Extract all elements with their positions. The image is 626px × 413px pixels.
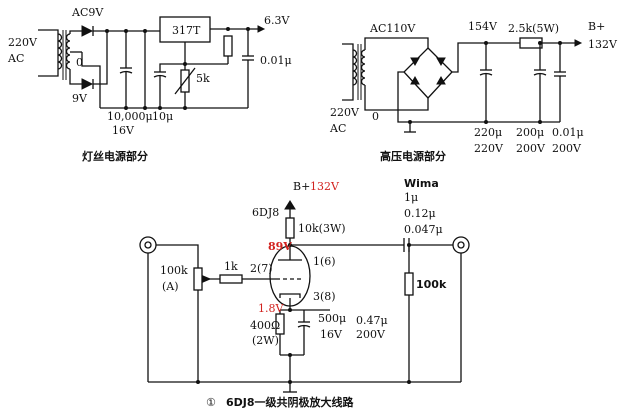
hv-cap1-value: 220μ [474, 126, 502, 139]
hv-cap3-voltage: 200V [552, 142, 582, 155]
hv-bplus: B+ [588, 20, 605, 33]
tube-label: 6DJ8 [252, 206, 279, 219]
amp-caption-num: ① [206, 396, 216, 409]
plate-resistor-label: 10k(3W) [298, 222, 346, 235]
filament-in-ac: AC [7, 52, 24, 65]
regulator-label: 317T [172, 24, 201, 37]
filament-caption: 灯丝电源部分 [82, 149, 148, 163]
filament-center-tap: 0 [76, 56, 83, 69]
pin-grid: 2(7) [250, 262, 273, 275]
hv-cap2-voltage: 200V [516, 142, 546, 155]
input-pot-label: 100k [160, 264, 188, 277]
coupling-brand: Wima [404, 177, 439, 190]
output-resistor-label: 100k [416, 278, 447, 291]
coupling-c1: 1μ [404, 191, 418, 204]
cathode-voltage: 1.8V [258, 302, 284, 315]
hv-cap3-value: 0.01μ [552, 126, 584, 139]
grid-resistor-label: 1k [224, 260, 238, 273]
bypass-cap-voltage: 16V [320, 328, 343, 341]
amplifier-stage: B+ 132V 6DJ8 10k(3W) 89V 2(7) 1(6) 3(8) … [139, 177, 470, 409]
coupling-c3: 0.047μ [404, 223, 443, 236]
hv-in-ac: AC [329, 122, 346, 135]
hv-resistor: 2.5k(5W) [508, 22, 559, 35]
coupling-c2: 0.12μ [404, 207, 436, 220]
filament-out-cap: 0.01μ [260, 54, 292, 67]
coupling-c4: 0.47μ [356, 314, 388, 327]
pin-cathode: 3(8) [313, 290, 336, 303]
hv-cap1-voltage: 220V [474, 142, 504, 155]
bypass-cap-label: 500μ [318, 312, 346, 325]
hv-supply: AC110V 154V 2.5k(5W) B+ 132V 220V AC 0 2… [329, 20, 618, 163]
filament-pot-label: 5k [196, 72, 210, 85]
amp-bplus-label: B+ [293, 180, 310, 193]
filament-cap-main: 10,000μ [107, 110, 153, 123]
hv-caption: 高压电源部分 [380, 149, 446, 163]
filament-cap-small: 10μ [152, 110, 173, 123]
plate-voltage: 89V [268, 240, 292, 253]
hv-rect-voltage: 154V [468, 20, 498, 33]
filament-supply: 220V AC AC9V 0 9V 317T 6.3V 5k 0.01μ 10,… [7, 6, 292, 163]
cathode-resistor-power: (2W) [252, 334, 279, 347]
filament-out-voltage: 6.3V [264, 14, 290, 27]
amp-caption: 6DJ8一级共阴极放大线路 [226, 395, 355, 409]
filament-in-voltage: 220V [8, 36, 38, 49]
hv-zero: 0 [372, 110, 379, 123]
hv-secondary: AC110V [369, 22, 416, 35]
filament-secondary-top: AC9V [71, 6, 104, 19]
filament-cap-voltage: 16V [112, 124, 135, 137]
input-pot-type: (A) [162, 280, 179, 293]
hv-cap2-value: 200μ [516, 126, 544, 139]
cathode-resistor-label: 400Ω [250, 319, 280, 332]
pin-plate: 1(6) [313, 255, 336, 268]
hv-in-voltage: 220V [330, 106, 360, 119]
filament-secondary-bottom: 9V [72, 92, 88, 105]
coupling-voltage: 200V [356, 328, 386, 341]
amp-bplus-voltage: 132V [310, 180, 340, 193]
hv-bplus-voltage: 132V [588, 38, 618, 51]
